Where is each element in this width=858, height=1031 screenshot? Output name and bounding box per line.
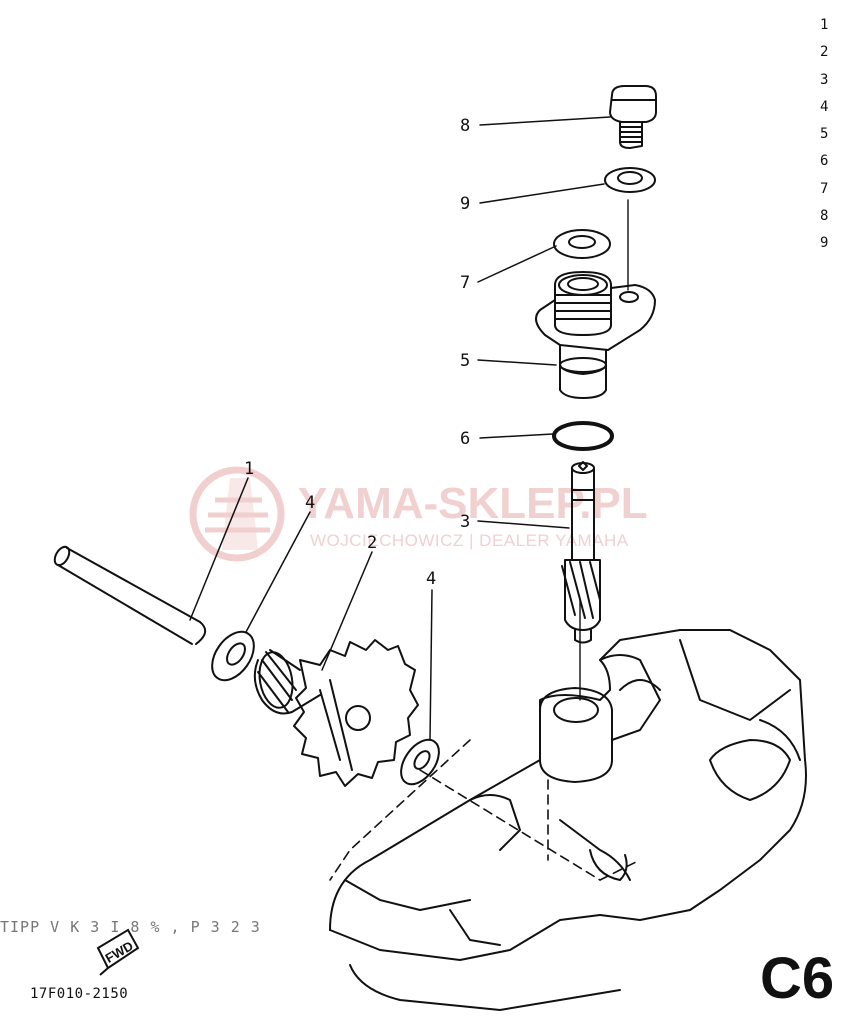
index-item: 2 [820, 44, 829, 61]
leader-lines [189, 116, 611, 741]
watermark: YAMA-SKLEP.PL WOJCIECHOWICZ | DEALER YAM… [189, 466, 648, 562]
index-item: 5 [820, 126, 829, 143]
drawing-number: 17F010-2150 [30, 986, 129, 1002]
callout-1: 1 [244, 459, 254, 479]
index-item: 1 [820, 17, 829, 33]
alignment-lines [579, 199, 629, 701]
yamaha-logo-icon [189, 466, 285, 562]
page-code: C6 [760, 946, 835, 1011]
callout-4-left: 4 [305, 493, 315, 513]
watermark-subtitle: WOJCIECHOWICZ | DEALER YAMAHA [310, 531, 629, 550]
part-8-bolt [609, 85, 657, 149]
part-4-washer-right [400, 738, 440, 786]
callout-6: 6 [460, 429, 470, 449]
part-7-washer [553, 229, 611, 259]
callout-5: 5 [460, 351, 470, 371]
part-4-washer-left [211, 630, 255, 682]
part-2-drive-gear [253, 639, 419, 787]
index-item: 9 [820, 235, 829, 252]
callout-9: 9 [460, 194, 470, 214]
callout-2: 2 [367, 533, 377, 553]
partial-footer-text: TIPP V K 3 I 8 % , P 3 2 3 [0, 918, 261, 936]
part-1-shaft [53, 545, 207, 645]
index-item: 6 [820, 153, 829, 170]
engine-case-outline [329, 629, 807, 1011]
fwd-arrow-icon: FWD [96, 928, 140, 976]
callout-8: 8 [460, 116, 470, 136]
part-index-list: 1 2 3 4 5 6 7 8 9 [820, 12, 850, 258]
callouts: 8 9 7 5 6 3 1 4 2 4 [244, 116, 470, 589]
watermark-title: YAMA-SKLEP.PL [298, 479, 648, 528]
callout-4-right: 4 [426, 569, 436, 589]
part-6-o-ring [552, 421, 614, 451]
callout-7: 7 [460, 273, 470, 293]
index-item: 8 [820, 208, 829, 225]
index-item: 7 [820, 180, 829, 197]
assembly-lines [329, 739, 641, 881]
part-9-washer [604, 167, 656, 193]
callout-3: 3 [460, 512, 470, 532]
index-item: 4 [820, 98, 829, 115]
part-3-driven-shaft [561, 461, 601, 644]
part-5-sleeve [535, 271, 656, 399]
index-item: 3 [820, 71, 829, 88]
